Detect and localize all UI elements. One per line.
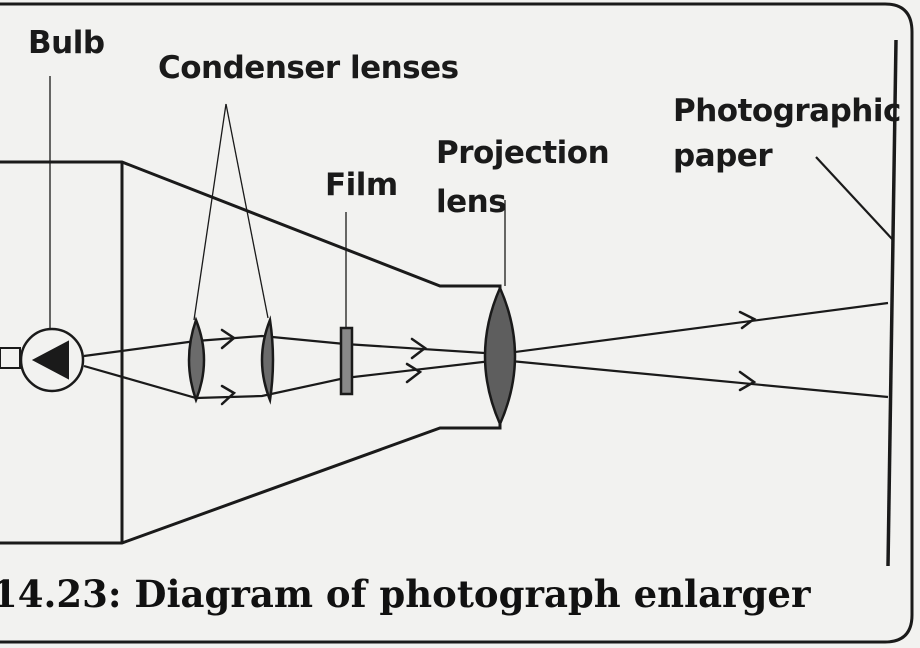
upper-ray <box>83 301 889 358</box>
projection-lens <box>483 284 517 428</box>
enlarger-body <box>0 160 502 545</box>
figure-caption: 14.23: Diagram of photograph enlarger <box>0 572 811 616</box>
projection-lens-label-line2: lens <box>436 184 507 220</box>
light-rays <box>83 301 889 400</box>
arrow-icon <box>738 310 757 330</box>
arrow-icon <box>738 370 757 392</box>
bulb-icon <box>19 327 85 393</box>
arrow-icon <box>410 337 428 360</box>
film-strip <box>339 326 354 396</box>
photographic-paper-label-line2: paper <box>673 138 773 174</box>
arrow-icon <box>405 362 423 384</box>
arrow-icon <box>220 328 237 350</box>
arrow-icon <box>220 384 237 406</box>
condenser-lenses-label: Condenser lenses <box>158 50 459 86</box>
leader-lines <box>49 76 894 330</box>
paper-leader <box>815 156 894 241</box>
photographic-paper-label-line1: Photographic <box>673 93 901 129</box>
bulb-filament-icon <box>31 340 69 380</box>
lower-ray <box>83 358 889 400</box>
projection-lens-label-line1: Projection <box>436 135 610 171</box>
condenser-lens <box>260 315 275 405</box>
condenser-leader <box>193 103 227 321</box>
bulb-label: Bulb <box>28 25 105 61</box>
bulb-socket <box>0 347 21 369</box>
photographic-paper <box>886 39 898 567</box>
film-label: Film <box>325 167 398 203</box>
condenser-lens <box>187 316 206 404</box>
ray-arrows <box>220 310 757 406</box>
condenser-leader <box>225 103 269 319</box>
